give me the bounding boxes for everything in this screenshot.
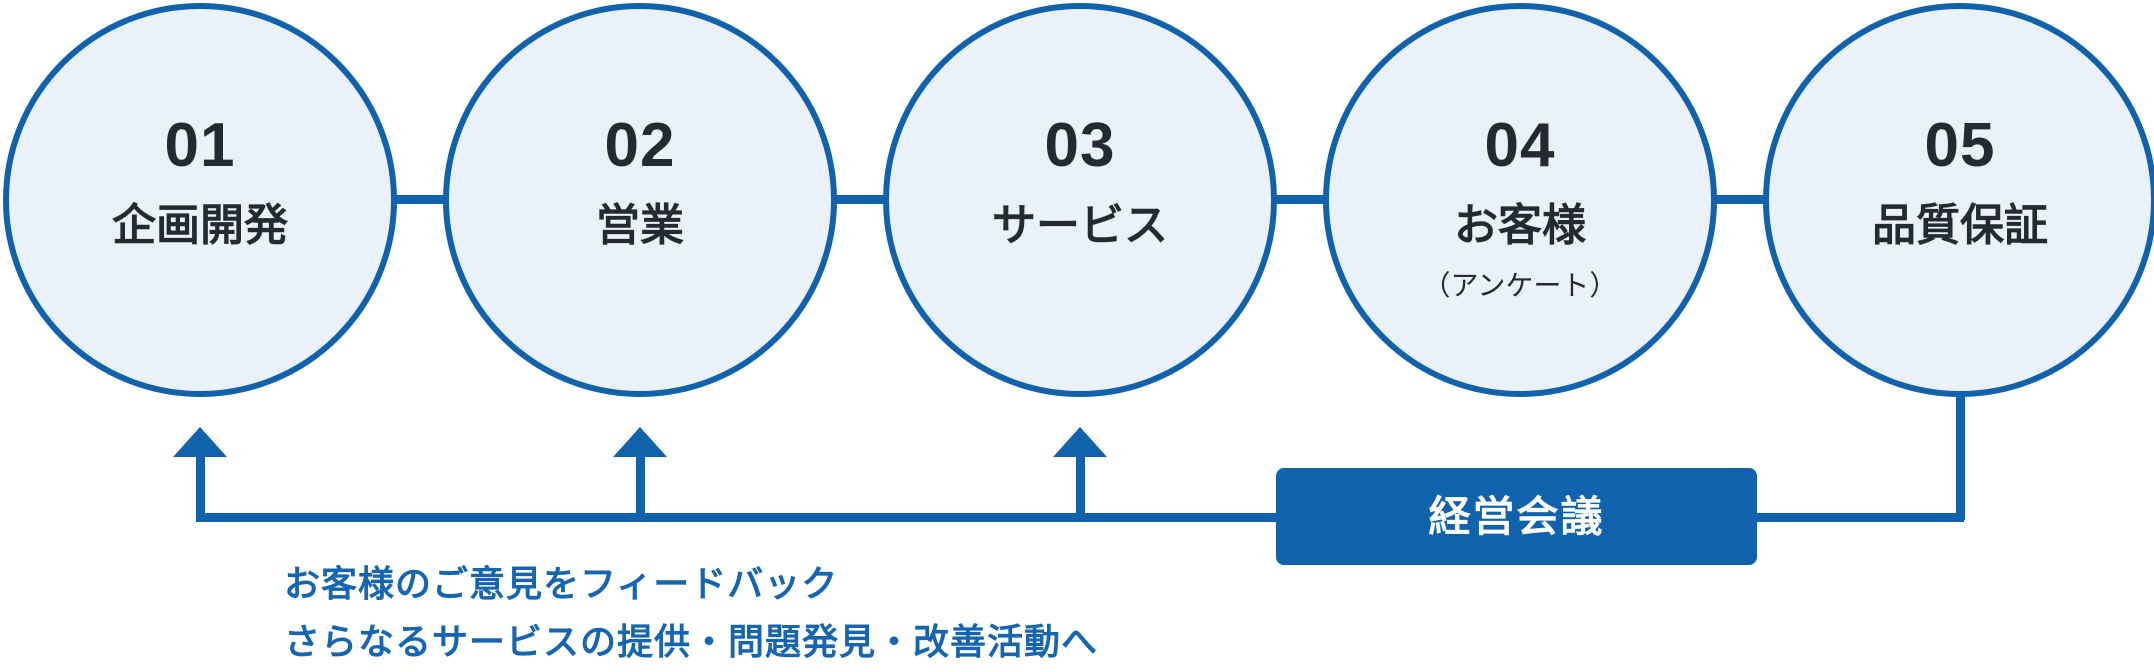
feedback-note-line: お客様のご意見をフィードバック bbox=[284, 563, 839, 604]
step-label: サービス bbox=[992, 201, 1168, 250]
step-circle-05-quality: 05 品質保証 bbox=[1763, 3, 2154, 397]
step-circle-04-customer: 04 お客様 （アンケート） bbox=[1323, 3, 1717, 397]
feedback-horizontal-line bbox=[196, 513, 1964, 522]
arrow-up-icon bbox=[613, 427, 667, 457]
step-number: 04 bbox=[1484, 111, 1556, 180]
feedback-notes: お客様のご意見をフィードバック さらなるサービスの提供・問題発見・改善活動へ bbox=[284, 566, 1098, 672]
step-circle-03-service: 03 サービス bbox=[883, 3, 1277, 397]
feedback-vertical-line bbox=[1956, 393, 1965, 520]
arrow-up-icon bbox=[173, 427, 227, 457]
step-label: お客様 bbox=[1454, 201, 1586, 250]
feedback-stem bbox=[196, 455, 205, 517]
step-circle-02-sales: 02 営業 bbox=[443, 3, 837, 397]
arrow-up-icon bbox=[1053, 427, 1107, 457]
step-number: 01 bbox=[164, 111, 236, 180]
management-meeting-label: 経営会議 bbox=[1428, 492, 1605, 540]
step-label: 営業 bbox=[596, 201, 684, 250]
connector-line bbox=[1274, 195, 1326, 204]
step-number: 02 bbox=[604, 111, 676, 180]
step-sublabel: （アンケート） bbox=[1422, 270, 1618, 301]
step-label: 企画開発 bbox=[112, 201, 288, 250]
connector-line bbox=[1714, 195, 1766, 204]
feedback-stem bbox=[1076, 455, 1085, 517]
management-meeting-box: 経営会議 bbox=[1276, 468, 1757, 565]
step-number: 05 bbox=[1924, 111, 1996, 180]
step-circle-01-planning: 01 企画開発 bbox=[3, 3, 397, 397]
step-number: 03 bbox=[1044, 111, 1116, 180]
feedback-stem bbox=[636, 455, 645, 517]
connector-line bbox=[834, 195, 886, 204]
step-label: 品質保証 bbox=[1872, 201, 2048, 250]
feedback-note-line: さらなるサービスの提供・問題発見・改善活動へ bbox=[284, 621, 1099, 662]
connector-line bbox=[394, 195, 446, 204]
